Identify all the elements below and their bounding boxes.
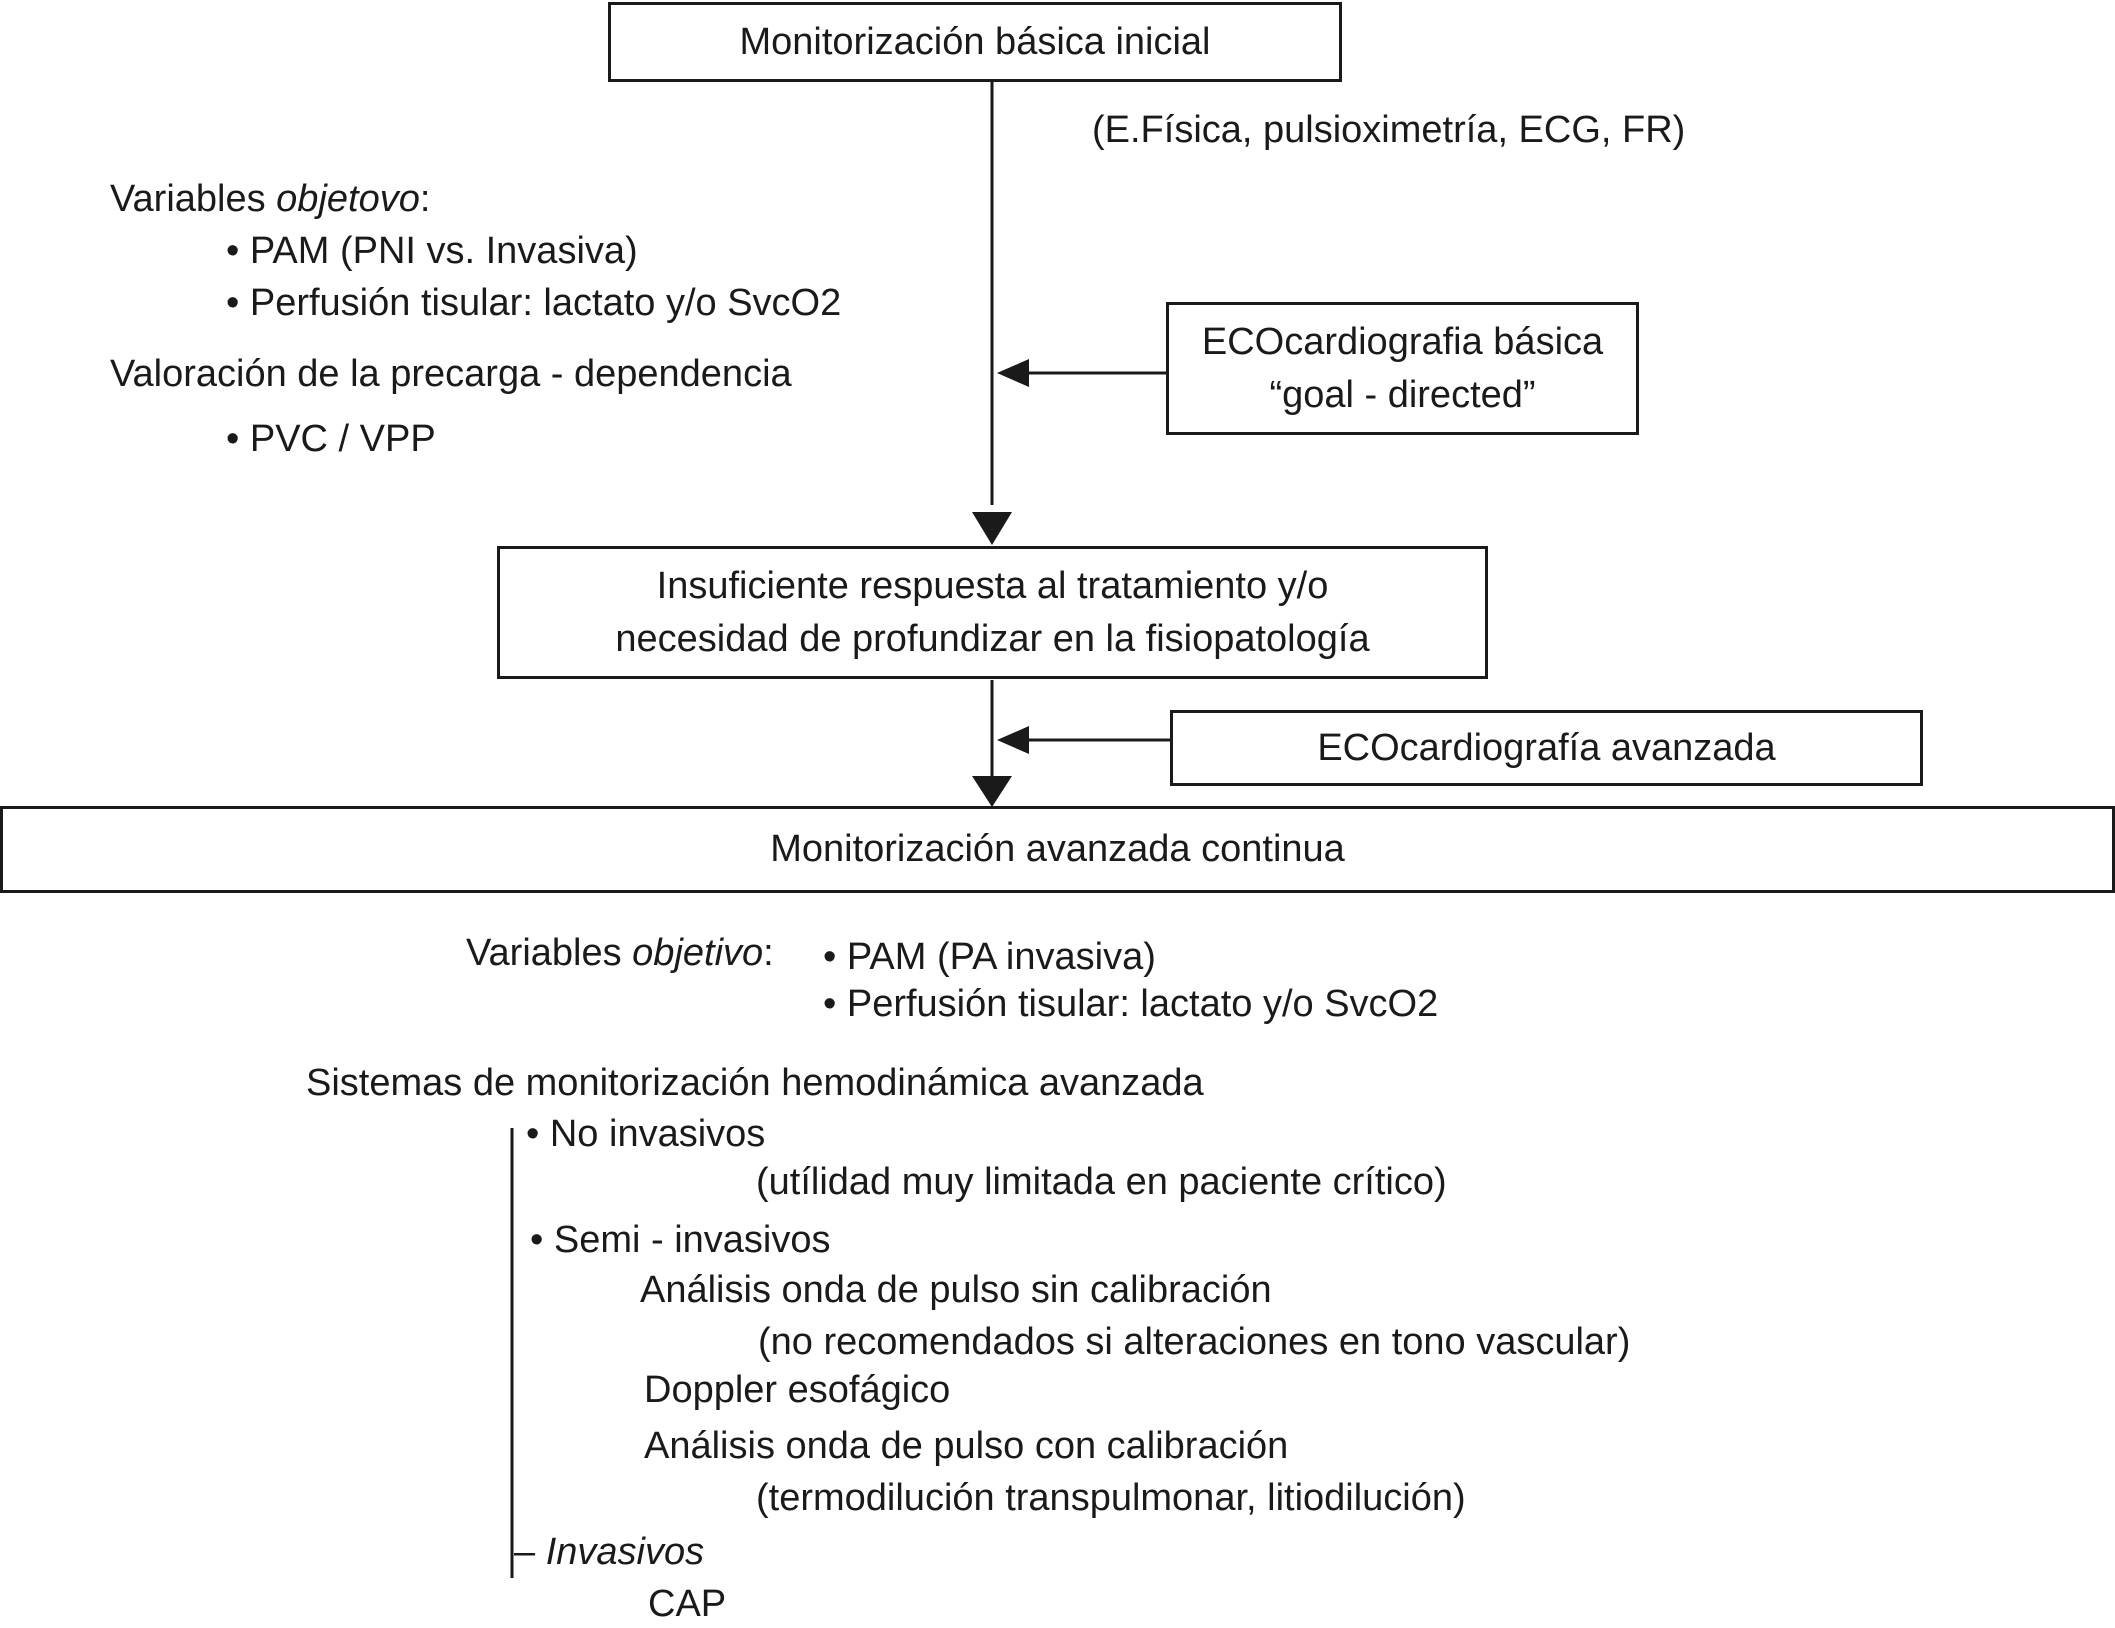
basic-monitoring-box: Monitorización básica inicial <box>608 2 1342 82</box>
pulse-calibrated-note: (termodilución transpulmonar, litiodiluc… <box>756 1477 1466 1519</box>
advanced-variable-item-perfusion: • Perfusión tisular: lactato y/o SvcO2 <box>823 983 1439 1025</box>
non-invasive-item: • No invasivos <box>526 1113 766 1155</box>
arrowhead-down-2 <box>972 776 1012 807</box>
precarga-item-pvc: • PVC / VPP <box>226 418 436 460</box>
invasive-item: – Invasivos <box>514 1531 705 1573</box>
cap-item: CAP <box>648 1583 727 1625</box>
echo-basic-line1: ECOcardiografia básica <box>1201 321 1604 364</box>
doppler-item: Doppler esofágico <box>644 1369 951 1411</box>
pulse-uncalibrated-item: Análisis onda de pulso sin calibración <box>640 1269 1272 1311</box>
semi-invasive-item: • Semi - invasivos <box>530 1219 831 1261</box>
echo-basic-line2: “goal - directed” <box>1269 373 1536 416</box>
advanced-monitoring-label: Monitorización avanzada continua <box>770 828 1345 871</box>
insufficient-line1: Insuficiente respuesta al tratamiento y/… <box>656 565 1329 608</box>
systems-title: Sistemas de monitorización hemodinámica … <box>306 1062 1204 1104</box>
non-invasive-note: (utílidad muy limitada en paciente críti… <box>756 1161 1447 1203</box>
basic-variable-item-pam: • PAM (PNI vs. Invasiva) <box>226 230 638 272</box>
basic-variables-heading: Variables objetovo: <box>110 178 431 220</box>
arrowhead-left-1 <box>997 359 1029 387</box>
basic-monitoring-note: (E.Física, pulsioximetría, ECG, FR) <box>1092 109 1686 151</box>
echo-advanced-box: ECOcardiografía avanzada <box>1170 710 1923 786</box>
advanced-monitoring-box: Monitorización avanzada continua <box>0 806 2115 893</box>
arrowhead-down-1 <box>972 512 1012 545</box>
advanced-variable-item-pam: • PAM (PA invasiva) <box>823 936 1156 978</box>
echo-basic-box: ECOcardiografia básica “goal - directed” <box>1166 302 1639 435</box>
insufficient-response-box: Insuficiente respuesta al tratamiento y/… <box>497 546 1488 679</box>
precarga-heading: Valoración de la precarga - dependencia <box>110 353 792 395</box>
pulse-calibrated-item: Análisis onda de pulso con calibración <box>644 1425 1289 1467</box>
basic-variable-item-perfusion: • Perfusión tisular: lactato y/o SvcO2 <box>226 282 842 324</box>
basic-monitoring-label: Monitorización básica inicial <box>739 20 1211 63</box>
pulse-uncalibrated-note: (no recomendados si alteraciones en tono… <box>758 1321 1631 1363</box>
insufficient-line2: necesidad de profundizar en la fisiopato… <box>615 617 1370 660</box>
arrowhead-left-2 <box>997 726 1029 754</box>
echo-advanced-label: ECOcardiografía avanzada <box>1317 726 1776 769</box>
advanced-variables-heading: Variables objetivo: <box>466 932 774 974</box>
